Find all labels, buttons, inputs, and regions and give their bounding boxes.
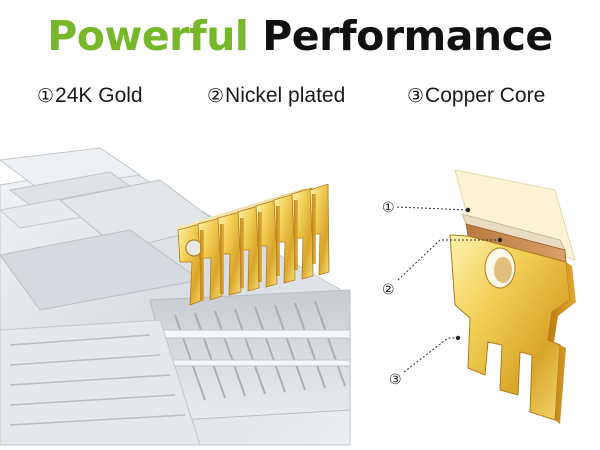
callout-2: ② — [382, 282, 395, 298]
rj45-connector-image — [0, 147, 351, 446]
legend-number: ② — [207, 85, 225, 107]
legend-item-gold: ①24K Gold — [37, 84, 143, 108]
headline-part-1: Powerful — [47, 12, 249, 60]
legend-item-copper: ③Copper Core — [407, 84, 545, 108]
legend-number: ③ — [407, 85, 425, 107]
legend-item-nickel: ②Nickel plated — [207, 84, 345, 108]
callout-1: ① — [382, 200, 395, 216]
legend-label: 24K Gold — [55, 84, 143, 107]
legend-label: Copper Core — [425, 84, 546, 107]
legend-number: ① — [37, 85, 55, 107]
headline-part-2: Performance — [262, 12, 553, 60]
legend-label: Nickel plated — [225, 84, 346, 107]
contact-pin-diagram: ① ② ③ — [382, 169, 576, 424]
callout-3: ③ — [389, 372, 402, 388]
headline: Powerful Performance — [0, 12, 600, 60]
